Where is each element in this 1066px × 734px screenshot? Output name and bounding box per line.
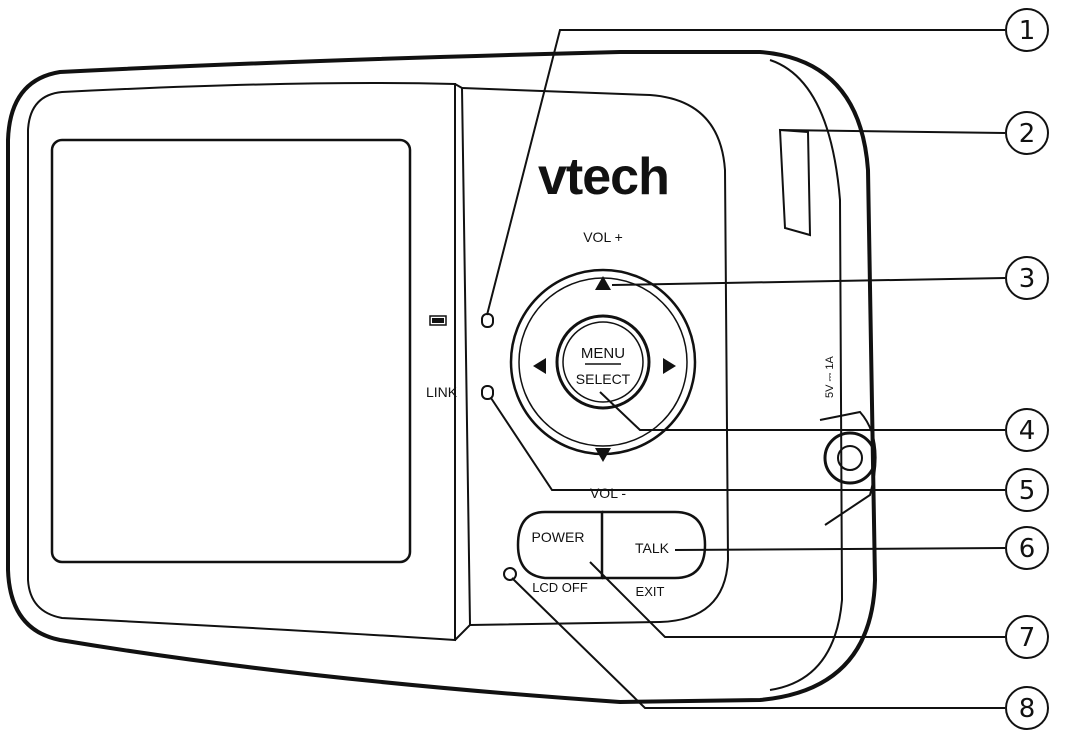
link-label: LINK — [426, 384, 458, 400]
battery-led — [481, 313, 494, 328]
callout-6: 6 — [1005, 526, 1049, 570]
callout-3: 3 — [1005, 256, 1049, 300]
svg-text:5: 5 — [1019, 476, 1036, 506]
link-led — [481, 385, 494, 400]
svg-text:3: 3 — [1019, 264, 1036, 294]
callout-2: 2 — [1005, 111, 1049, 155]
battery-icon — [429, 315, 447, 326]
talk-button[interactable] — [602, 510, 707, 580]
callout-1: 1 — [1005, 8, 1049, 52]
svg-text:4: 4 — [1019, 416, 1036, 446]
sound-led — [503, 567, 517, 581]
svg-text:6: 6 — [1019, 534, 1036, 564]
callout-7: 7 — [1005, 615, 1049, 659]
svg-text:7: 7 — [1019, 623, 1036, 653]
power-jack — [823, 431, 877, 485]
power-label: POWER — [532, 529, 585, 545]
device-body — [6, 50, 878, 705]
vol-up-arrow-icon[interactable] — [595, 276, 611, 290]
callout-8: 8 — [1005, 686, 1049, 730]
select-label: SELECT — [576, 371, 631, 387]
svg-text:8: 8 — [1019, 694, 1036, 724]
menu-label: MENU — [581, 345, 625, 362]
power-rating-label: 5V ⎓ 1A — [824, 356, 836, 398]
talk-label: TALK — [635, 540, 670, 556]
callout-5: 5 — [1005, 468, 1049, 512]
lcd-screen — [50, 138, 412, 564]
device-bezel — [27, 82, 456, 642]
control-panel — [461, 87, 730, 626]
vol-down-arrow-icon[interactable] — [595, 448, 611, 462]
brand-logo: vtech — [538, 148, 669, 206]
lcd-off-label: LCD OFF — [532, 580, 588, 595]
menu-select-button[interactable] — [555, 314, 651, 410]
vol-down-label: VOL - — [590, 485, 626, 501]
callout-4: 4 — [1005, 408, 1049, 452]
svg-text:1: 1 — [1019, 16, 1036, 46]
vol-up-label: VOL + — [583, 229, 623, 245]
left-arrow-icon[interactable] — [533, 358, 546, 374]
exit-label: EXIT — [636, 584, 665, 599]
power-button[interactable] — [516, 510, 604, 580]
right-arrow-icon[interactable] — [663, 358, 676, 374]
svg-text:2: 2 — [1019, 119, 1036, 149]
side-slot — [778, 128, 812, 237]
leader-lines — [486, 29, 1006, 709]
